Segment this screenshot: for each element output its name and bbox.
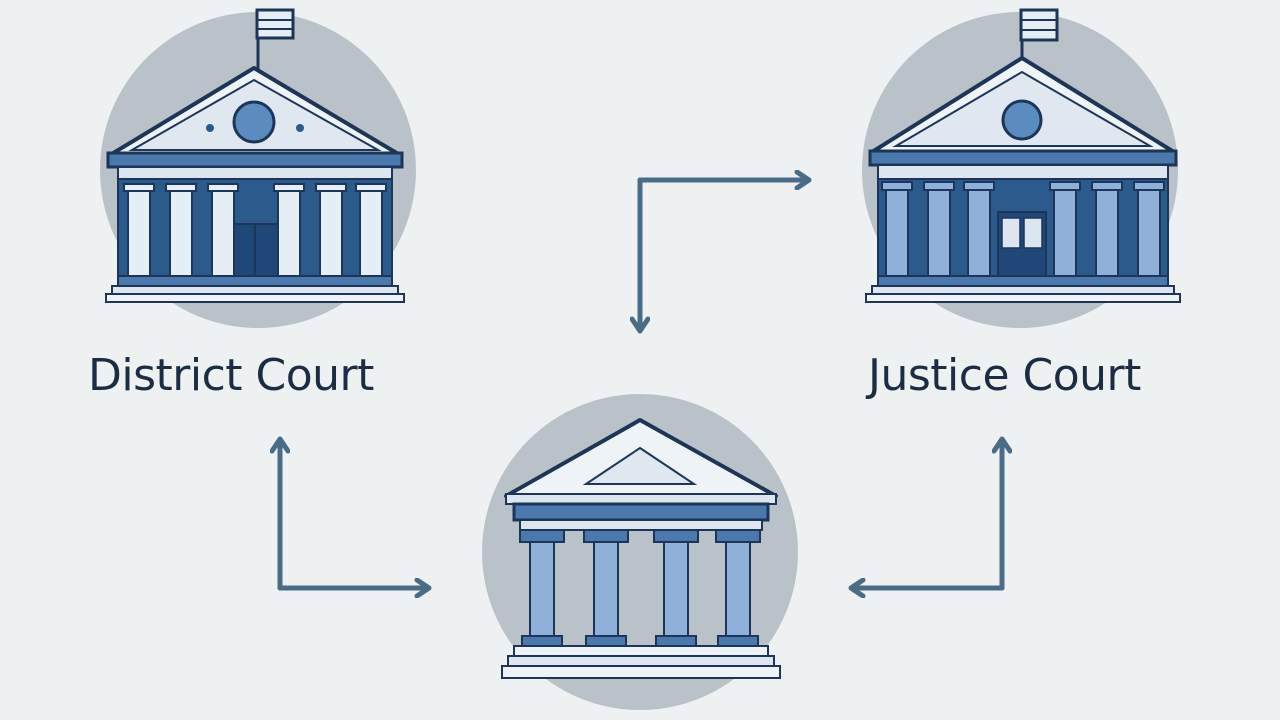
flag-icon — [255, 8, 295, 40]
round-window-icon — [1001, 99, 1043, 141]
round-window-icon — [232, 100, 276, 144]
district-court-icon — [100, 8, 416, 328]
bottom-court-icon — [482, 394, 798, 710]
justice-court-label: Justice Court — [868, 350, 1141, 401]
justice-court-icon — [862, 8, 1181, 328]
district-court-label: District Court — [88, 350, 374, 401]
flag-icon — [1019, 8, 1059, 42]
